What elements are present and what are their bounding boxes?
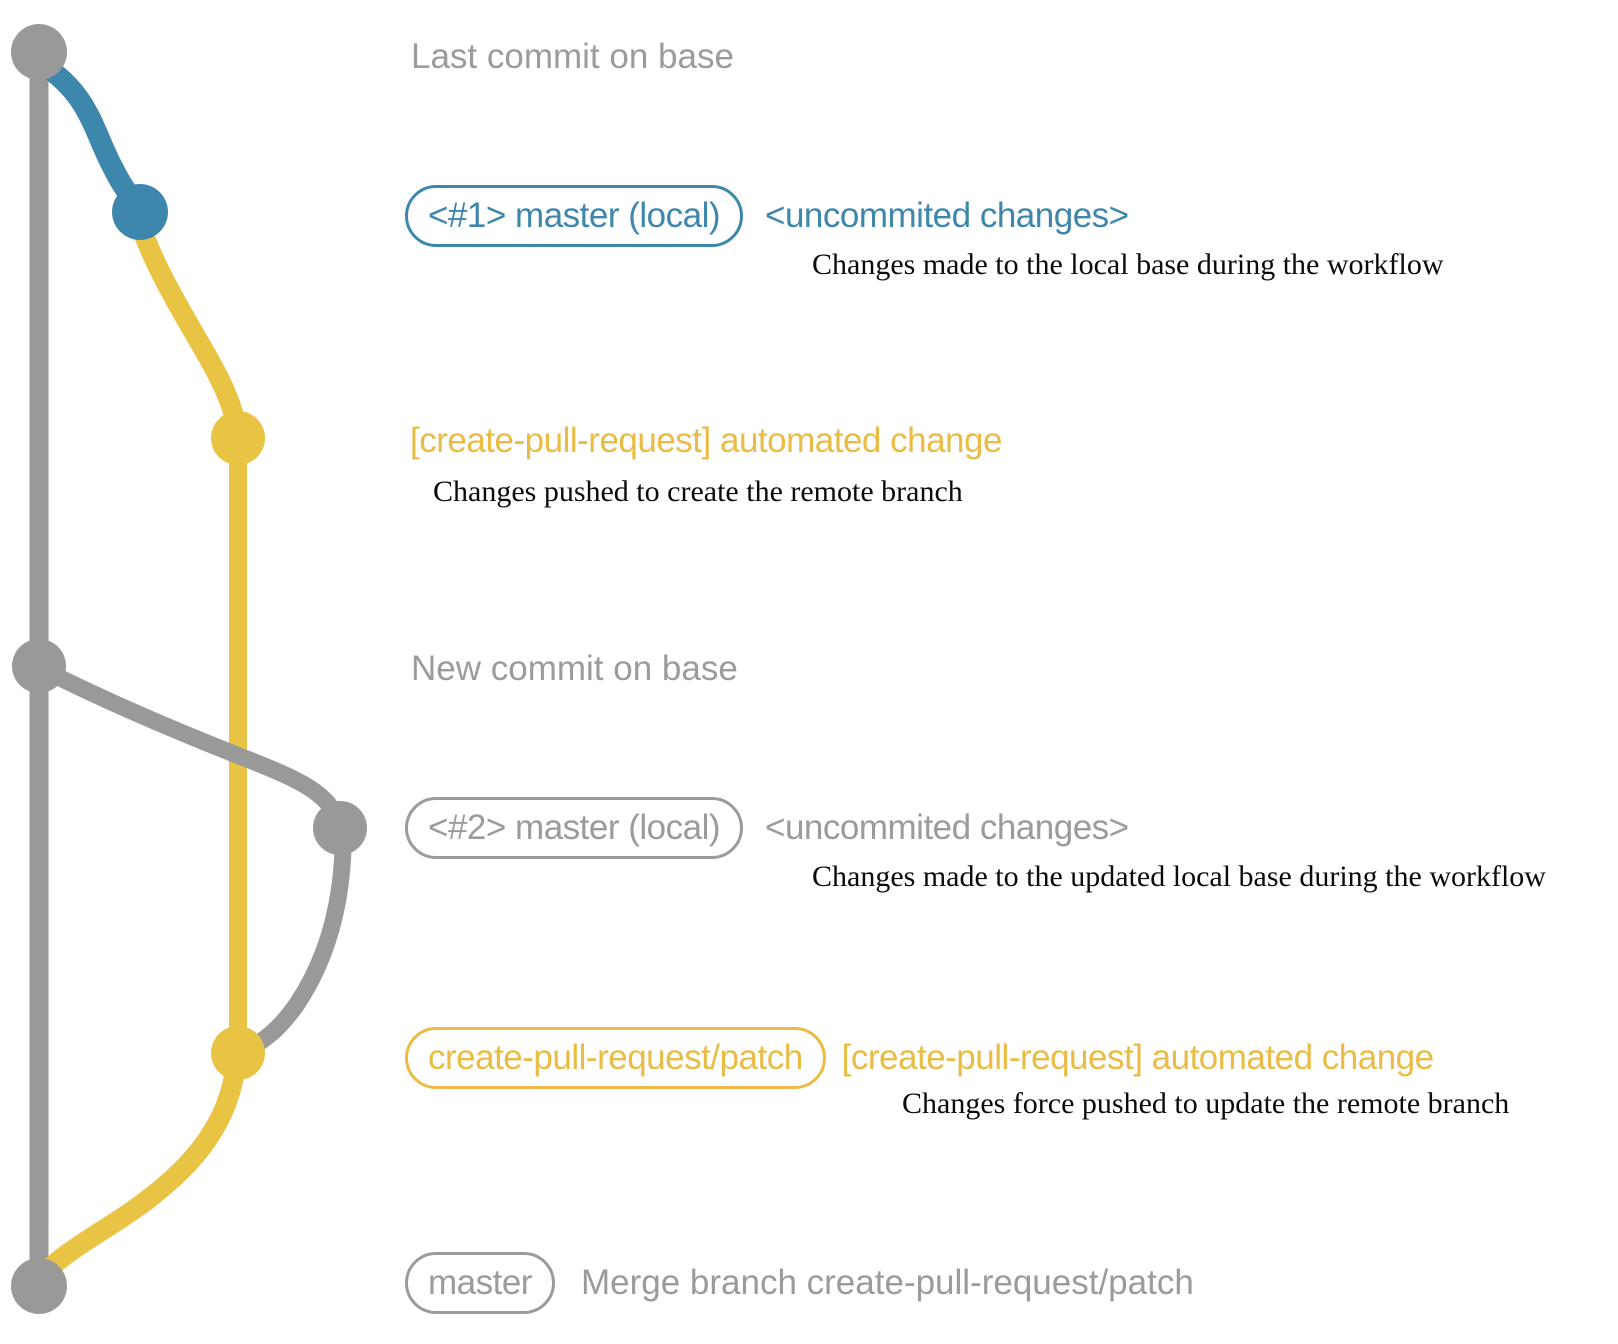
local-2-row: <#2> master (local) <uncommited changes> <box>405 797 1129 859</box>
commit-dot-local-1 <box>112 184 168 240</box>
patch-2-row: create-pull-request/patch [create-pull-r… <box>405 1027 1434 1089</box>
master-branch-chip: master <box>405 1252 555 1314</box>
local-1-note: <uncommited changes> <box>765 196 1129 235</box>
commit-dot-local-2 <box>313 801 367 855</box>
commit-dot-patch-2 <box>211 1026 265 1080</box>
commit-dot-merge <box>11 1258 67 1314</box>
patch-1-title: [create-pull-request] automated change <box>410 421 1002 460</box>
local-2-branch-chip: <#2> master (local) <box>405 797 744 859</box>
commit-dot-patch-1 <box>211 411 265 465</box>
merge-curve <box>35 1053 246 1283</box>
patch-branch-curve-1 <box>130 214 248 444</box>
local-2-note: <uncommited changes> <box>765 808 1129 847</box>
merge-note: Merge branch create-pull-request/patch <box>580 1263 1194 1302</box>
local-branch-curve-2 <box>35 661 349 833</box>
patch-1-detail: Changes pushed to create the remote bran… <box>433 475 963 508</box>
last-commit-heading: Last commit on base <box>411 37 734 76</box>
local-branch-curve-3 <box>241 840 352 1057</box>
commit-graph <box>11 24 367 1314</box>
commit-dot-new-base <box>12 639 66 693</box>
commit-dot-last-base <box>11 24 67 80</box>
patch-2-title: [create-pull-request] automated change <box>841 1038 1434 1077</box>
local-branch-curve-1 <box>31 53 151 219</box>
new-commit-heading: New commit on base <box>411 649 738 688</box>
local-1-branch-chip: <#1> master (local) <box>405 185 744 247</box>
local-2-detail: Changes made to the updated local base d… <box>812 860 1546 893</box>
local-1-row: <#1> master (local) <uncommited changes> <box>405 185 1129 247</box>
merge-row: master Merge branch create-pull-request/… <box>405 1252 1194 1314</box>
local-1-detail: Changes made to the local base during th… <box>812 248 1444 281</box>
patch-branch-chip: create-pull-request/patch <box>405 1027 826 1089</box>
patch-2-detail: Changes force pushed to update the remot… <box>902 1087 1510 1120</box>
